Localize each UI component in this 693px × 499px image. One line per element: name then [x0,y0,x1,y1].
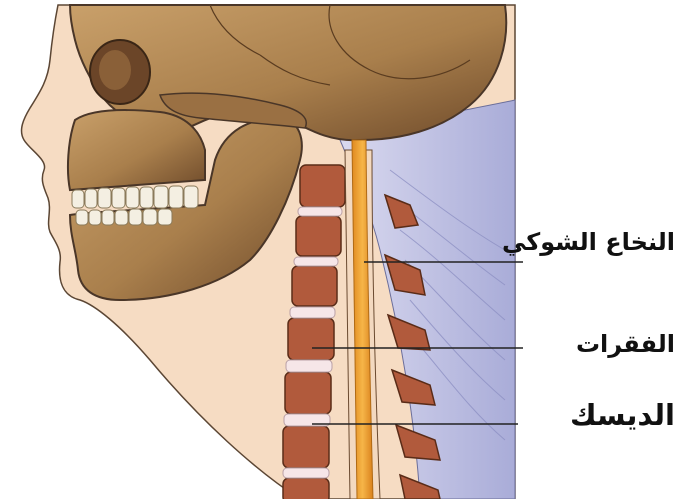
label-disc: الديسك [570,398,675,432]
maxilla [68,110,205,190]
label-spinal-cord: النخاع الشوكي [502,228,675,256]
label-vertebrae: الفقرات [576,330,675,358]
